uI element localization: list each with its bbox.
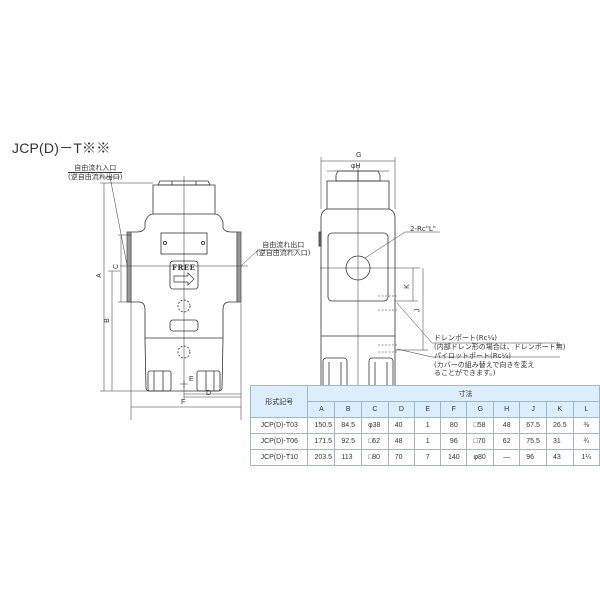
drain-port-line2: (内部ドレン形の場合は、ドレンポート無) [434, 342, 566, 351]
cell-H: 62 [493, 433, 521, 450]
cell-A: 203.5 [307, 449, 336, 466]
cell-C: □80 [361, 449, 389, 466]
port-label: 2-Rc"L" [410, 225, 437, 233]
col-L: L [572, 401, 600, 418]
dims-header: 寸法 [307, 385, 600, 402]
dim-A-label: A [95, 273, 103, 278]
cell-B: 113 [334, 449, 363, 466]
dim-H-label: φH [351, 163, 361, 170]
cell-L: ¾ [572, 433, 600, 450]
dim-B-label: B [103, 318, 111, 323]
cell-E: 1 [414, 433, 442, 450]
outlet-label-line2: (逆自由流れ入口) [256, 249, 311, 257]
cell-H: 48 [493, 417, 521, 434]
dim-F-label: F [181, 399, 186, 406]
cell-K: 26.5 [545, 417, 574, 434]
cell-B: 92.5 [334, 433, 363, 450]
col-K: K [545, 401, 574, 418]
outlet-label: 自由流れ出口 (逆自由流れ入口) [256, 241, 310, 257]
free-plate-text: FREE [172, 263, 196, 272]
col-J: J [519, 401, 547, 418]
cell-F: 80 [440, 417, 468, 434]
pilot-port-line3: ることができます。) [434, 369, 496, 377]
dim-K-label: K [403, 284, 411, 289]
dim-C-label: C [113, 263, 121, 270]
drain-port-line1: ドレンポート(Rc¼) [434, 334, 497, 342]
inlet-label: 自由流れ入口 (逆自由流れ出口) [68, 164, 123, 181]
dim-D-label: D [206, 390, 212, 397]
col-E: E [414, 401, 442, 418]
col-G: G [466, 401, 495, 418]
col-F: F [440, 401, 468, 418]
cell-F: 140 [440, 449, 468, 466]
cell-K: 43 [545, 449, 574, 466]
cell-G: □70 [466, 433, 495, 450]
cell-H: — [493, 449, 521, 466]
dim-J-label: J [414, 308, 422, 313]
table-row: JCP(D)-T10 203.5 113 □80 70 7 140 φ80 — … [249, 449, 600, 466]
dim-G-label: G [356, 152, 362, 159]
col-D: D [387, 401, 416, 418]
cell-E: 7 [414, 449, 442, 466]
pilot-port-line2: (カバーの組み替えで向きを変え [434, 360, 535, 369]
col-H: H [493, 401, 521, 418]
cell-C: φ38 [361, 417, 389, 434]
cell-D: 70 [387, 449, 416, 466]
cell-J: 96 [519, 449, 547, 466]
model-header: 形式記号 [249, 385, 309, 418]
cell-E: 1 [414, 417, 442, 434]
pilot-port-label: パイロットポート(Rc¼) (カバーの組み替えで向きを変え ることができます。) [434, 352, 535, 378]
cell-K: 31 [545, 433, 574, 450]
inlet-label-line1: 自由流れ入口 [68, 164, 123, 173]
cell-L: 1¼ [572, 449, 600, 466]
cell-B: 84.5 [334, 417, 363, 434]
model-cell: JCP(D)-T06 [249, 433, 309, 450]
col-B: B [334, 401, 363, 418]
cell-J: 75.5 [519, 433, 547, 450]
drawing-title: JCP(D)－T※※ [12, 140, 111, 156]
cell-G: φ80 [466, 449, 495, 466]
cell-D: 48 [387, 433, 416, 450]
drain-port-label: ドレンポート(Rc¼) (内部ドレン形の場合は、ドレンポート無) [434, 334, 565, 351]
cell-C: □62 [361, 433, 389, 450]
dimension-table: 形式記号 寸法 A B C D E F G H J K L JCP(D)-T03… [249, 385, 600, 466]
pilot-port-line1: パイロットポート(Rc¼) [434, 352, 511, 360]
table-row: JCP(D)-T06 171.5 92.5 □62 48 1 96 □70 62… [249, 433, 600, 450]
cell-L: ⅜ [572, 417, 600, 434]
model-cell: JCP(D)-T03 [249, 417, 309, 434]
table-row: JCP(D)-T03 150.5 84.5 φ38 40 1 80 □58 48… [249, 417, 600, 434]
col-C: C [361, 401, 389, 418]
col-A: A [307, 401, 336, 418]
model-cell: JCP(D)-T10 [249, 449, 309, 466]
cell-G: □58 [466, 417, 495, 434]
dim-E-label: E [189, 376, 194, 383]
cell-J: 67.5 [519, 417, 547, 434]
outlet-label-line1: 自由流れ出口 [262, 241, 305, 249]
inlet-label-line2: (逆自由流れ出口) [68, 173, 123, 181]
cell-A: 150.5 [307, 417, 336, 434]
cell-F: 96 [440, 433, 468, 450]
cell-D: 40 [387, 417, 416, 434]
cell-A: 171.5 [307, 433, 336, 450]
